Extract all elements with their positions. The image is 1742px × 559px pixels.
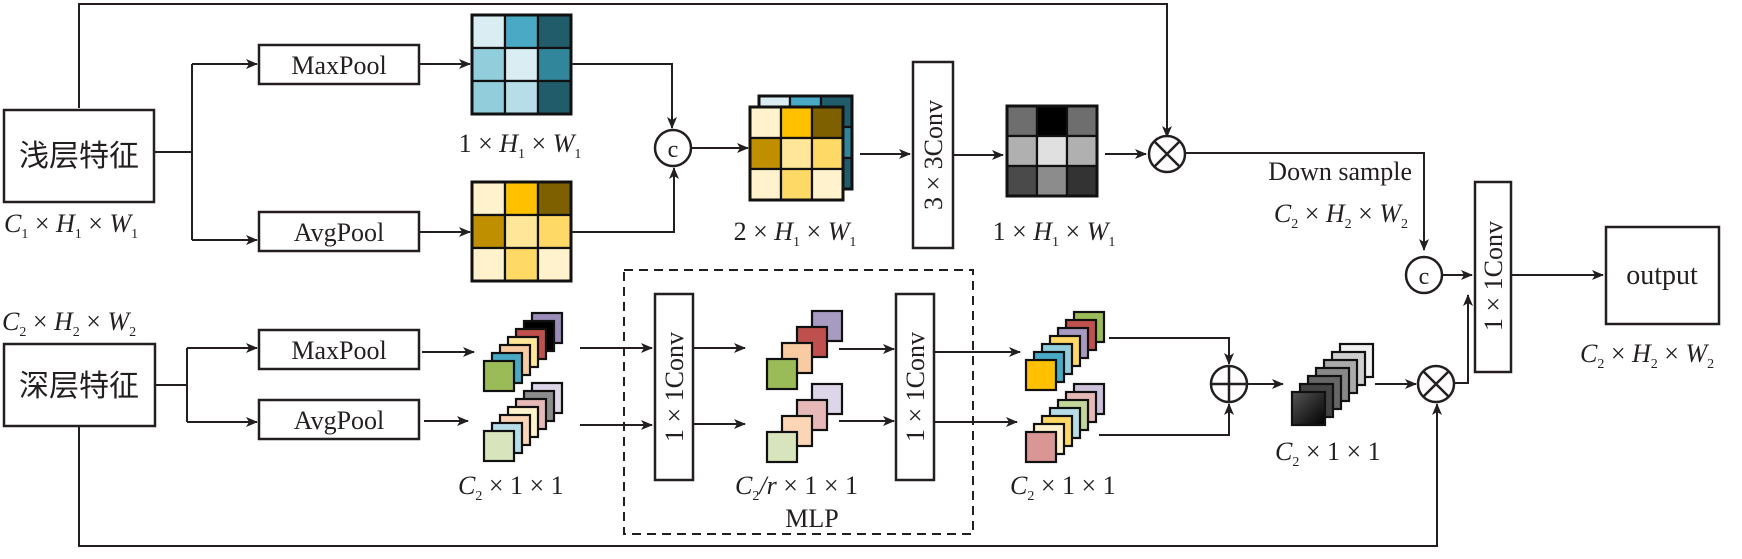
- mlp-hidden-stack-avg: [765, 382, 844, 464]
- conv1x1-final-box: [1473, 180, 1513, 374]
- grid-cell: [503, 213, 540, 250]
- multiply-node-top: [1147, 134, 1187, 174]
- channel-weight-stack: [1290, 342, 1375, 427]
- concat-label-right: c: [1419, 264, 1430, 290]
- mlp-output-dims: C2 × 1 × 1: [1010, 471, 1116, 504]
- max-pooled-vector-stack: [482, 311, 564, 393]
- mlp-conv1x1-label-2: 1 × 1Conv: [901, 332, 930, 442]
- grid-cell: [1035, 134, 1069, 168]
- channel-square: [1024, 430, 1058, 464]
- concat-label-top: c: [668, 137, 679, 163]
- downsample-line: [1185, 152, 1429, 251]
- avgpool-map-grid: [470, 180, 573, 283]
- channel-square: [482, 429, 516, 463]
- maxpool-map-dims: 1 × H1 × W1: [459, 129, 582, 162]
- conv-map-dims: 1 × H1 × W1: [993, 217, 1116, 250]
- concat-map-grid: [748, 94, 854, 202]
- mlp-label: MLP: [785, 504, 838, 533]
- grid-cell: [1035, 104, 1069, 138]
- grid-cell: [536, 180, 573, 217]
- grid-cell: [503, 46, 540, 83]
- avgpool-box-bottom: [257, 398, 421, 441]
- grid-cell: [470, 246, 507, 283]
- channel-square: [482, 359, 516, 393]
- maxpool-box-top: [257, 43, 421, 86]
- grid-cell: [810, 167, 845, 202]
- mlp-output-stack-max: [1024, 310, 1106, 392]
- grid-cell: [470, 213, 507, 250]
- maxpool-box-bottom: [257, 328, 421, 371]
- top-skip-line: [78, 3, 1172, 138]
- multiply-node-bottom: [1416, 364, 1456, 404]
- grid-cell: [470, 13, 507, 50]
- grid-cell: [748, 167, 783, 202]
- grid-cell: [503, 79, 540, 116]
- grid-cell: [779, 167, 814, 202]
- deep-feature-box: [2, 342, 157, 428]
- grid-cell: [470, 180, 507, 217]
- output-label: output: [1626, 260, 1698, 291]
- avgpool-label-bottom: AvgPool: [294, 406, 385, 435]
- maxpool-label-top: MaxPool: [291, 51, 386, 80]
- grid-cell: [748, 136, 783, 171]
- deep-feature-dims: C2 × H2 × W2: [2, 307, 136, 340]
- grid-cell: [779, 105, 814, 140]
- grid-cell: [536, 79, 573, 116]
- grid-cell: [470, 79, 507, 116]
- grid-cell: [536, 46, 573, 83]
- channel-square: [1024, 358, 1058, 392]
- grid-cell: [470, 46, 507, 83]
- grid-cell: [810, 105, 845, 140]
- downsample-dims: C2 × H2 × W2: [1274, 199, 1408, 232]
- shallow-feature-dims: C1 × H1 × W1: [4, 209, 138, 242]
- maxpool-label-bottom: MaxPool: [291, 336, 386, 365]
- mlp-hidden-dims: C2/r × 1 × 1: [735, 471, 858, 504]
- grid-cell: [779, 136, 814, 171]
- grid-cell: [503, 246, 540, 283]
- grid-cell: [748, 105, 783, 140]
- channel-square: [765, 357, 799, 391]
- grid-cell: [536, 246, 573, 283]
- grid-cell: [536, 213, 573, 250]
- grid-cell: [1065, 104, 1099, 138]
- grid-cell: [1005, 104, 1039, 138]
- channel-weight-dims: C2 × 1 × 1: [1275, 437, 1381, 470]
- downsample-label: Down sample: [1268, 157, 1412, 186]
- grid-cell: [1005, 134, 1039, 168]
- concat-map-dims: 2 × H1 × W1: [734, 217, 857, 250]
- mlp-dashed-box: [623, 269, 974, 535]
- mlp-conv1x1-box-2: [894, 292, 936, 482]
- mlp-conv1x1-box-1: [653, 292, 695, 482]
- grid-cell: [810, 136, 845, 171]
- grid-cell: [1035, 164, 1069, 198]
- avgpool-box-top: [257, 210, 421, 253]
- conv3x3-label: 3 × 3Conv: [919, 100, 948, 210]
- shallow-feature-box: [2, 108, 156, 204]
- add-node: [1209, 364, 1249, 404]
- conv1x1-final-label: 1 × 1Conv: [1479, 221, 1508, 331]
- mlp-output-stack-avg: [1024, 382, 1106, 464]
- grid-cell: [1065, 134, 1099, 168]
- channel-weight-square: [1290, 390, 1327, 427]
- grid-cell: [1065, 164, 1099, 198]
- shallow-feature-label: 浅层特征: [19, 140, 139, 173]
- avg-pooled-vector-stack: [482, 381, 564, 463]
- channel-square: [765, 430, 799, 464]
- grid-cell: [503, 13, 540, 50]
- mlp-conv1x1-label-1: 1 × 1Conv: [660, 332, 689, 442]
- deep-feature-label: 深层特征: [19, 370, 139, 403]
- maxpool-map-grid: [470, 13, 573, 116]
- grid-cell: [503, 180, 540, 217]
- mlp-hidden-stack-max: [765, 309, 844, 391]
- bottom-skip-line: [78, 403, 1442, 547]
- grid-cell: [1005, 164, 1039, 198]
- output-dims: C2 × H2 × W2: [1580, 339, 1714, 372]
- grid-cell: [536, 13, 573, 50]
- conv-map-grid: [1005, 104, 1099, 198]
- pooled-vector-dims: C2 × 1 × 1: [458, 471, 564, 504]
- avgpool-label-top: AvgPool: [294, 218, 385, 247]
- output-box: [1604, 225, 1721, 326]
